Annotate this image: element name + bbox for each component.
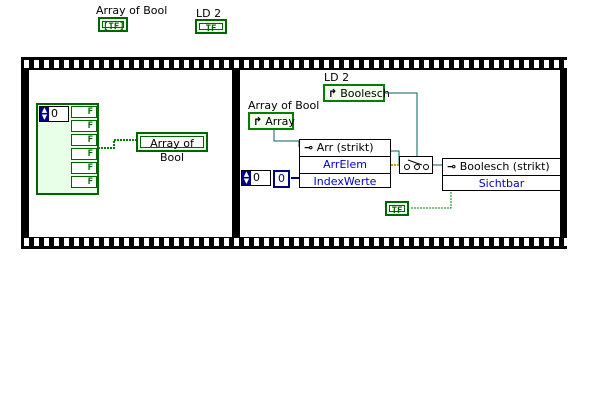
select-icon: [404, 159, 429, 170]
bool-element[interactable]: F: [71, 162, 97, 174]
spin-arrows-icon: ▲▼: [40, 106, 49, 121]
bool-element[interactable]: F: [71, 134, 97, 146]
bool-element[interactable]: F: [71, 176, 97, 188]
property-arrelem[interactable]: ArrElem: [300, 156, 390, 173]
property-node-boolesch[interactable]: ⊸ Boolesch (strikt) Sichtbar: [442, 158, 561, 191]
property-indexwerte[interactable]: IndexWerte: [300, 173, 390, 190]
array-index-control[interactable]: ▲▼ 0: [39, 106, 69, 122]
wire-layer-right: [273, 92, 452, 209]
bool-element[interactable]: F: [71, 148, 97, 160]
boolesch-reference[interactable]: ↱Boolesch: [323, 84, 390, 102]
select-function[interactable]: [399, 156, 433, 174]
array-of-bool-terminal[interactable]: [TF]: [98, 17, 128, 32]
boolean-constant[interactable]: TF: [385, 201, 409, 216]
film-holes-top: [21, 60, 567, 68]
ld2-terminal[interactable]: TF: [195, 19, 227, 34]
ld2-ref-label: LD 2: [324, 71, 350, 84]
property-node-icon: ⊸: [304, 141, 314, 154]
spin-arrows-icon: ▲▼: [242, 170, 251, 185]
film-holes-bottom: [21, 238, 567, 246]
reference-arrow-icon: ↱: [328, 87, 338, 100]
wire-array-to-indicator: [98, 139, 138, 149]
bool-element[interactable]: F: [71, 106, 97, 118]
index-numeric-control[interactable]: ▲▼ 0: [241, 170, 271, 186]
array-ref-label: Array of Bool: [248, 99, 320, 112]
numeric-constant[interactable]: 0: [273, 170, 290, 188]
ld2-label: LD 2: [196, 7, 222, 20]
property-node-arr[interactable]: ⊸ Arr (strikt) ArrElem IndexWerte: [299, 139, 391, 188]
array-reference[interactable]: ↱Array: [248, 112, 295, 130]
array-of-bool-label: Array of Bool: [96, 4, 168, 17]
array-of-bool-indicator[interactable]: Array of Bool: [136, 132, 208, 164]
property-sichtbar[interactable]: Sichtbar: [443, 175, 560, 192]
bool-element[interactable]: F: [71, 120, 97, 132]
property-node-icon: ⊸: [447, 160, 457, 173]
reference-arrow-icon: ↱: [253, 115, 263, 128]
